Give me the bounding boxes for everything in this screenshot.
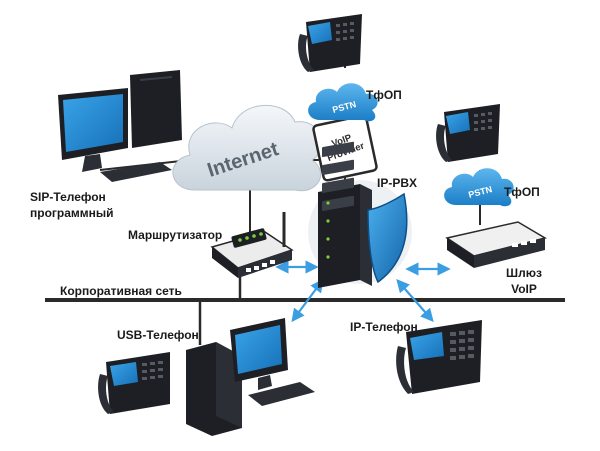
pstn-phone-right bbox=[436, 104, 500, 162]
arrow-pbx-ipphone bbox=[396, 279, 434, 322]
gateway-label-line1: Шлюз bbox=[506, 266, 542, 280]
sip-softphone-computer bbox=[58, 70, 182, 182]
pstn-phone-top bbox=[298, 14, 362, 72]
ip-phone bbox=[396, 320, 482, 394]
usb-phone bbox=[98, 352, 170, 414]
voip-gateway bbox=[445, 221, 547, 268]
pstn-right-label: ТфОП bbox=[504, 185, 540, 199]
sip-softphone-label-line1: SIP-Телефон bbox=[30, 190, 106, 204]
data-flow-arrows bbox=[275, 260, 451, 323]
gateway-label-line2: VoIP bbox=[511, 282, 537, 296]
sip-softphone-label-line2: программный bbox=[30, 206, 114, 220]
usb-pc bbox=[186, 318, 315, 436]
corporate-network-label: Корпоративная сеть bbox=[60, 284, 182, 298]
arrow-pbx-usb bbox=[291, 278, 324, 323]
ip-phone-label: IP-Телефон bbox=[350, 320, 418, 334]
security-shield-icon bbox=[367, 192, 408, 284]
ip-pbx-label: IP-PBX bbox=[377, 176, 418, 190]
router bbox=[210, 212, 294, 278]
pstn-cloud-right: PSTN bbox=[444, 168, 514, 207]
usb-phone-label: USB-Телефон bbox=[117, 328, 199, 342]
router-label: Маршрутизатор bbox=[128, 228, 223, 242]
pstn-cloud-top: PSTN bbox=[308, 83, 378, 122]
pstn-top-label: ТфОП bbox=[366, 88, 402, 102]
ip-pbx-server bbox=[308, 141, 412, 288]
internet-cloud: Internet bbox=[172, 104, 323, 192]
